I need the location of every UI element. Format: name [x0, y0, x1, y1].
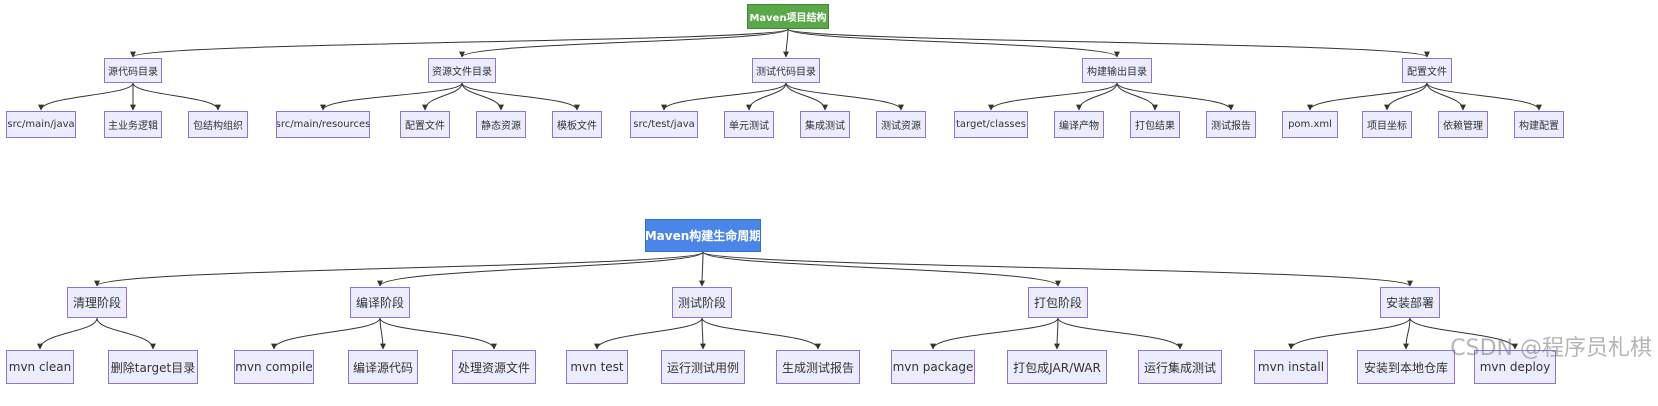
leaf-node: mvn deploy [1474, 350, 1556, 384]
edge-arrow [1288, 317, 1411, 350]
category-node-test-code: 测试代码目录 [752, 58, 820, 83]
leaf-node: 集成测试 [800, 111, 850, 138]
edge-arrow [379, 317, 497, 350]
root-node-build-lifecycle: Maven构建生命周期 [645, 219, 761, 252]
leaf-node: 主业务逻辑 [104, 111, 162, 138]
edge-arrow [930, 317, 1059, 350]
leaf-node: mvn clean [6, 350, 74, 384]
category-node-install-deploy: 安装部署 [1380, 287, 1440, 318]
edge-arrow [96, 317, 156, 350]
leaf-node: mvn package [891, 350, 975, 384]
edge-arrow [379, 317, 386, 350]
category-node-package: 打包阶段 [1028, 287, 1088, 318]
category-node-compile: 编译阶段 [350, 287, 410, 318]
edge-arrow [1426, 82, 1466, 111]
edge-arrow [38, 82, 134, 111]
category-node-build-output: 构建输出目录 [1082, 58, 1152, 83]
leaf-node: 依赖管理 [1438, 111, 1488, 138]
root-node-project-structure: Maven项目结构 [747, 4, 829, 29]
edge-arrow [1307, 82, 1428, 111]
edge-arrow [661, 82, 787, 111]
edge-arrow [271, 317, 381, 350]
edge-arrow [1116, 82, 1234, 111]
edge-arrow [130, 28, 789, 58]
leaf-node: 模板文件 [552, 111, 602, 138]
edge-arrow [1426, 82, 1542, 111]
leaf-node: 运行集成测试 [1138, 350, 1222, 384]
leaf-node: 配置文件 [400, 111, 450, 138]
edge-arrow [1057, 317, 1183, 350]
edge-arrow [787, 28, 1120, 58]
leaf-node: 项目坐标 [1362, 111, 1412, 138]
leaf-node: src/test/java [630, 111, 698, 138]
category-node-clean: 清理阶段 [67, 287, 127, 318]
edge-arrow [1403, 317, 1411, 350]
edge-arrow [320, 82, 463, 111]
leaf-node: pom.xml [1282, 111, 1338, 138]
edge-arrow [746, 82, 787, 111]
leaf-node: 测试资源 [876, 111, 926, 138]
edge-arrow [594, 317, 703, 350]
leaf-node: 打包结果 [1130, 111, 1180, 138]
leaf-node: src/main/java [6, 111, 76, 138]
edge-arrow [1384, 82, 1428, 111]
leaf-node: 构建配置 [1514, 111, 1564, 138]
edge-arrow [94, 251, 704, 287]
leaf-node: 单元测试 [724, 111, 774, 138]
leaf-node: mvn install [1254, 350, 1328, 384]
edge-arrow [1409, 317, 1518, 350]
edge-arrow [785, 82, 904, 111]
category-node-config: 配置文件 [1402, 58, 1452, 83]
leaf-node: 测试报告 [1206, 111, 1256, 138]
leaf-node: 打包成JAR/WAR [1007, 350, 1107, 384]
leaf-node: mvn compile [234, 350, 314, 384]
edge-arrow [702, 251, 1413, 287]
leaf-node: 生成测试报告 [776, 350, 860, 384]
edge-arrow [461, 82, 504, 111]
edge-arrow [422, 82, 463, 111]
leaf-node: mvn test [566, 350, 628, 384]
edge-arrow [132, 82, 221, 111]
leaf-node: 包结构组织 [188, 111, 248, 138]
leaf-node: target/classes [954, 111, 1028, 138]
edge-arrow [988, 82, 1118, 111]
edge-arrow [699, 317, 706, 350]
leaf-node: 运行测试用例 [661, 350, 745, 384]
edge-arrow [1076, 82, 1118, 111]
category-node-test: 测试阶段 [672, 287, 732, 318]
edge-arrow [702, 251, 1061, 287]
leaf-node: 删除target目录 [108, 350, 198, 384]
edge-arrow [37, 317, 98, 350]
category-node-resources: 资源文件目录 [428, 58, 496, 83]
edge-arrow [699, 251, 706, 287]
leaf-node: 安装到本地仓库 [1357, 350, 1455, 384]
leaf-node: 静态资源 [476, 111, 526, 138]
leaf-node: 编译产物 [1054, 111, 1104, 138]
edge-arrow [459, 28, 789, 58]
edge-arrow [1116, 82, 1158, 111]
edge-arrow [701, 317, 821, 350]
edge-arrow [1054, 317, 1061, 350]
leaf-node: src/main/resources [276, 111, 370, 138]
edge-arrow [461, 82, 580, 111]
leaf-node: 处理资源文件 [452, 350, 536, 384]
category-node-source: 源代码目录 [104, 58, 162, 83]
leaf-node: 编译源代码 [348, 350, 418, 384]
edge-arrow [787, 28, 1430, 58]
edge-arrow [377, 251, 704, 287]
edge-arrow [783, 28, 790, 58]
edge-arrow [785, 82, 828, 111]
